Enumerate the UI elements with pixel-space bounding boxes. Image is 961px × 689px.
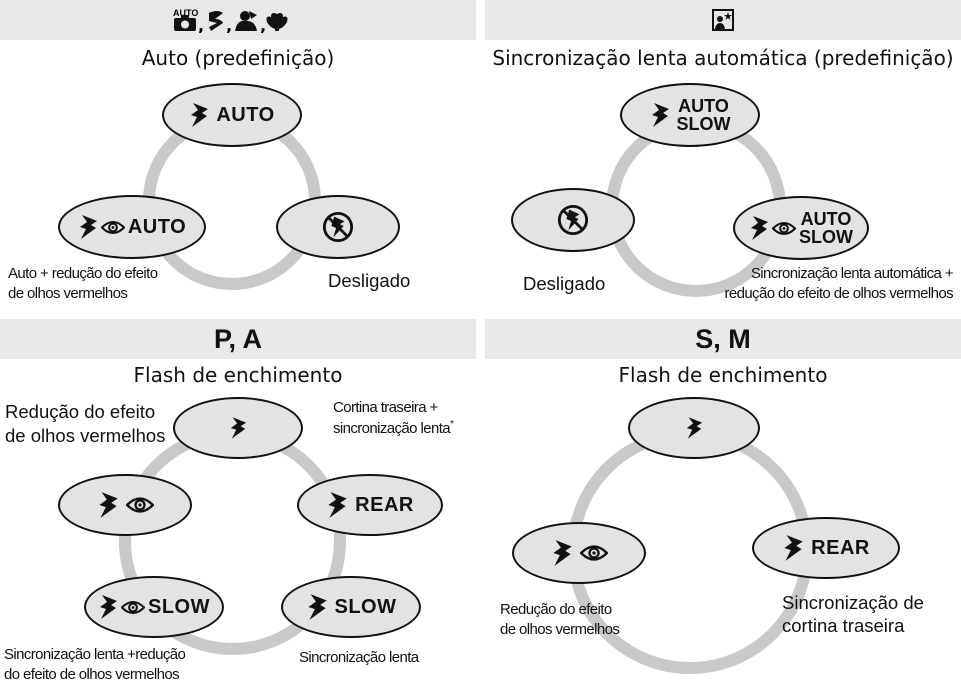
q3-caption-redeye-slow: Sincronização lenta +redução do efeito d… xyxy=(4,645,186,684)
oval-fill-flash xyxy=(173,397,303,459)
flash-icon xyxy=(189,102,209,128)
caption-line: redução do efeito de olhos vermelhos xyxy=(724,284,953,302)
q1-title: Auto (predefinição) xyxy=(141,46,335,70)
flash-icon xyxy=(306,593,328,621)
flash-icon xyxy=(782,534,804,562)
svg-text:,: , xyxy=(198,16,204,33)
oval-slow: SLOW xyxy=(281,576,421,638)
svg-text:,: , xyxy=(260,16,266,33)
oval-auto-slow: AUTO SLOW xyxy=(620,83,760,147)
oval-redeye-slow: SLOW xyxy=(84,576,224,638)
header-sm: S, M xyxy=(485,319,961,359)
header-night-portrait xyxy=(485,0,961,40)
oval-auto-slow-redeye-label: AUTO SLOW xyxy=(799,210,853,246)
caption-line: Auto + redução do efeito xyxy=(8,265,158,282)
oval-slow-label: SLOW xyxy=(334,595,397,618)
oval-rear: REAR xyxy=(752,517,900,579)
flash-icon xyxy=(97,491,119,519)
flash-off-icon xyxy=(557,204,589,236)
caption-line: de olhos vermelhos xyxy=(500,620,620,638)
caption-line: Sincronização lenta automática + xyxy=(750,265,954,282)
oval-flash-off xyxy=(511,188,635,252)
oval-redeye xyxy=(58,474,192,536)
caption-line: Sincronização lenta +redução xyxy=(4,646,186,663)
label-line: SLOW xyxy=(676,114,731,134)
q4-title: Flash de enchimento xyxy=(618,363,828,387)
oval-auto-label: AUTO xyxy=(216,103,275,126)
caption-line: cortina traseira xyxy=(782,615,905,637)
oval-auto-redeye: AUTO xyxy=(58,195,206,259)
header-scene-modes: AUTO , , , xyxy=(0,0,476,40)
oval-rear-slow: REAR xyxy=(297,474,443,536)
red-eye-icon xyxy=(772,220,796,237)
caption-line: Redução do efeito xyxy=(5,401,156,422)
red-eye-icon xyxy=(580,543,608,563)
q2-title: Sincronização lenta automática (predefin… xyxy=(492,46,954,70)
flash-icon xyxy=(551,539,573,567)
flash-icon xyxy=(98,594,118,620)
footnote-mark: * xyxy=(450,418,454,430)
flash-icon xyxy=(78,214,98,240)
oval-rear-label: REAR xyxy=(355,493,414,516)
q4-caption-redeye: Redução do efeito de olhos vermelhos xyxy=(500,600,620,639)
q4-caption-rear: Sincronização de cortina traseira xyxy=(782,591,924,637)
oval-auto-slow-redeye: AUTO SLOW xyxy=(733,196,869,260)
q3-caption-slow: Sincronização lenta xyxy=(299,649,419,666)
flash-icon xyxy=(650,102,670,128)
svg-text:AUTO: AUTO xyxy=(173,8,198,18)
label-line: AUTO xyxy=(678,96,729,116)
q3-caption-rear-slow: Cortina traseira + sincronização lenta* xyxy=(333,398,454,438)
oval-auto: AUTO xyxy=(162,83,302,147)
q3-title: Flash de enchimento xyxy=(133,363,343,387)
night-portrait-icon xyxy=(712,9,734,31)
label-line: SLOW xyxy=(799,227,853,247)
oval-auto-slow-label: AUTO SLOW xyxy=(677,97,731,133)
scene-mode-icons: AUTO , , , xyxy=(173,8,288,33)
caption-line: do efeito de olhos vermelhos xyxy=(4,665,180,683)
q3-caption-redeye: Redução do efeito de olhos vermelhos xyxy=(5,400,165,448)
flash-icon xyxy=(749,215,769,241)
header-pa: P, A xyxy=(0,319,476,359)
flash-off-icon xyxy=(322,211,354,243)
q1-caption-off: Desligado xyxy=(328,270,411,291)
flash-icon xyxy=(229,416,247,440)
red-eye-icon xyxy=(126,495,154,515)
caption-line: Redução do efeito xyxy=(500,601,612,618)
caption-line: de olhos vermelhos xyxy=(5,425,166,447)
oval-fill-flash xyxy=(628,397,760,459)
q2-caption-off: Desligado xyxy=(523,273,606,294)
red-eye-icon xyxy=(101,219,125,236)
flash-icon xyxy=(326,491,348,519)
oval-auto-redeye-label: AUTO xyxy=(127,215,187,238)
svg-text:,: , xyxy=(226,16,232,33)
oval-redeye-slow-label: SLOW xyxy=(148,595,210,618)
oval-rear-label: REAR xyxy=(811,536,870,559)
red-eye-icon xyxy=(121,599,145,616)
label-line: AUTO xyxy=(800,209,852,229)
caption-line: Sincronização de xyxy=(782,592,924,613)
q2-caption-auto-slow-redeye: Sincronização lenta automática + redução… xyxy=(724,264,953,303)
caption-line: sincronização lenta xyxy=(333,419,451,437)
caption-line: de olhos vermelhos xyxy=(8,284,128,302)
flash-icon xyxy=(685,416,703,440)
oval-flash-off xyxy=(276,195,400,259)
q1-caption-auto-redeye: Auto + redução do efeito de olhos vermel… xyxy=(8,264,158,303)
oval-redeye xyxy=(512,522,646,584)
caption-line: Cortina traseira + xyxy=(333,399,438,416)
